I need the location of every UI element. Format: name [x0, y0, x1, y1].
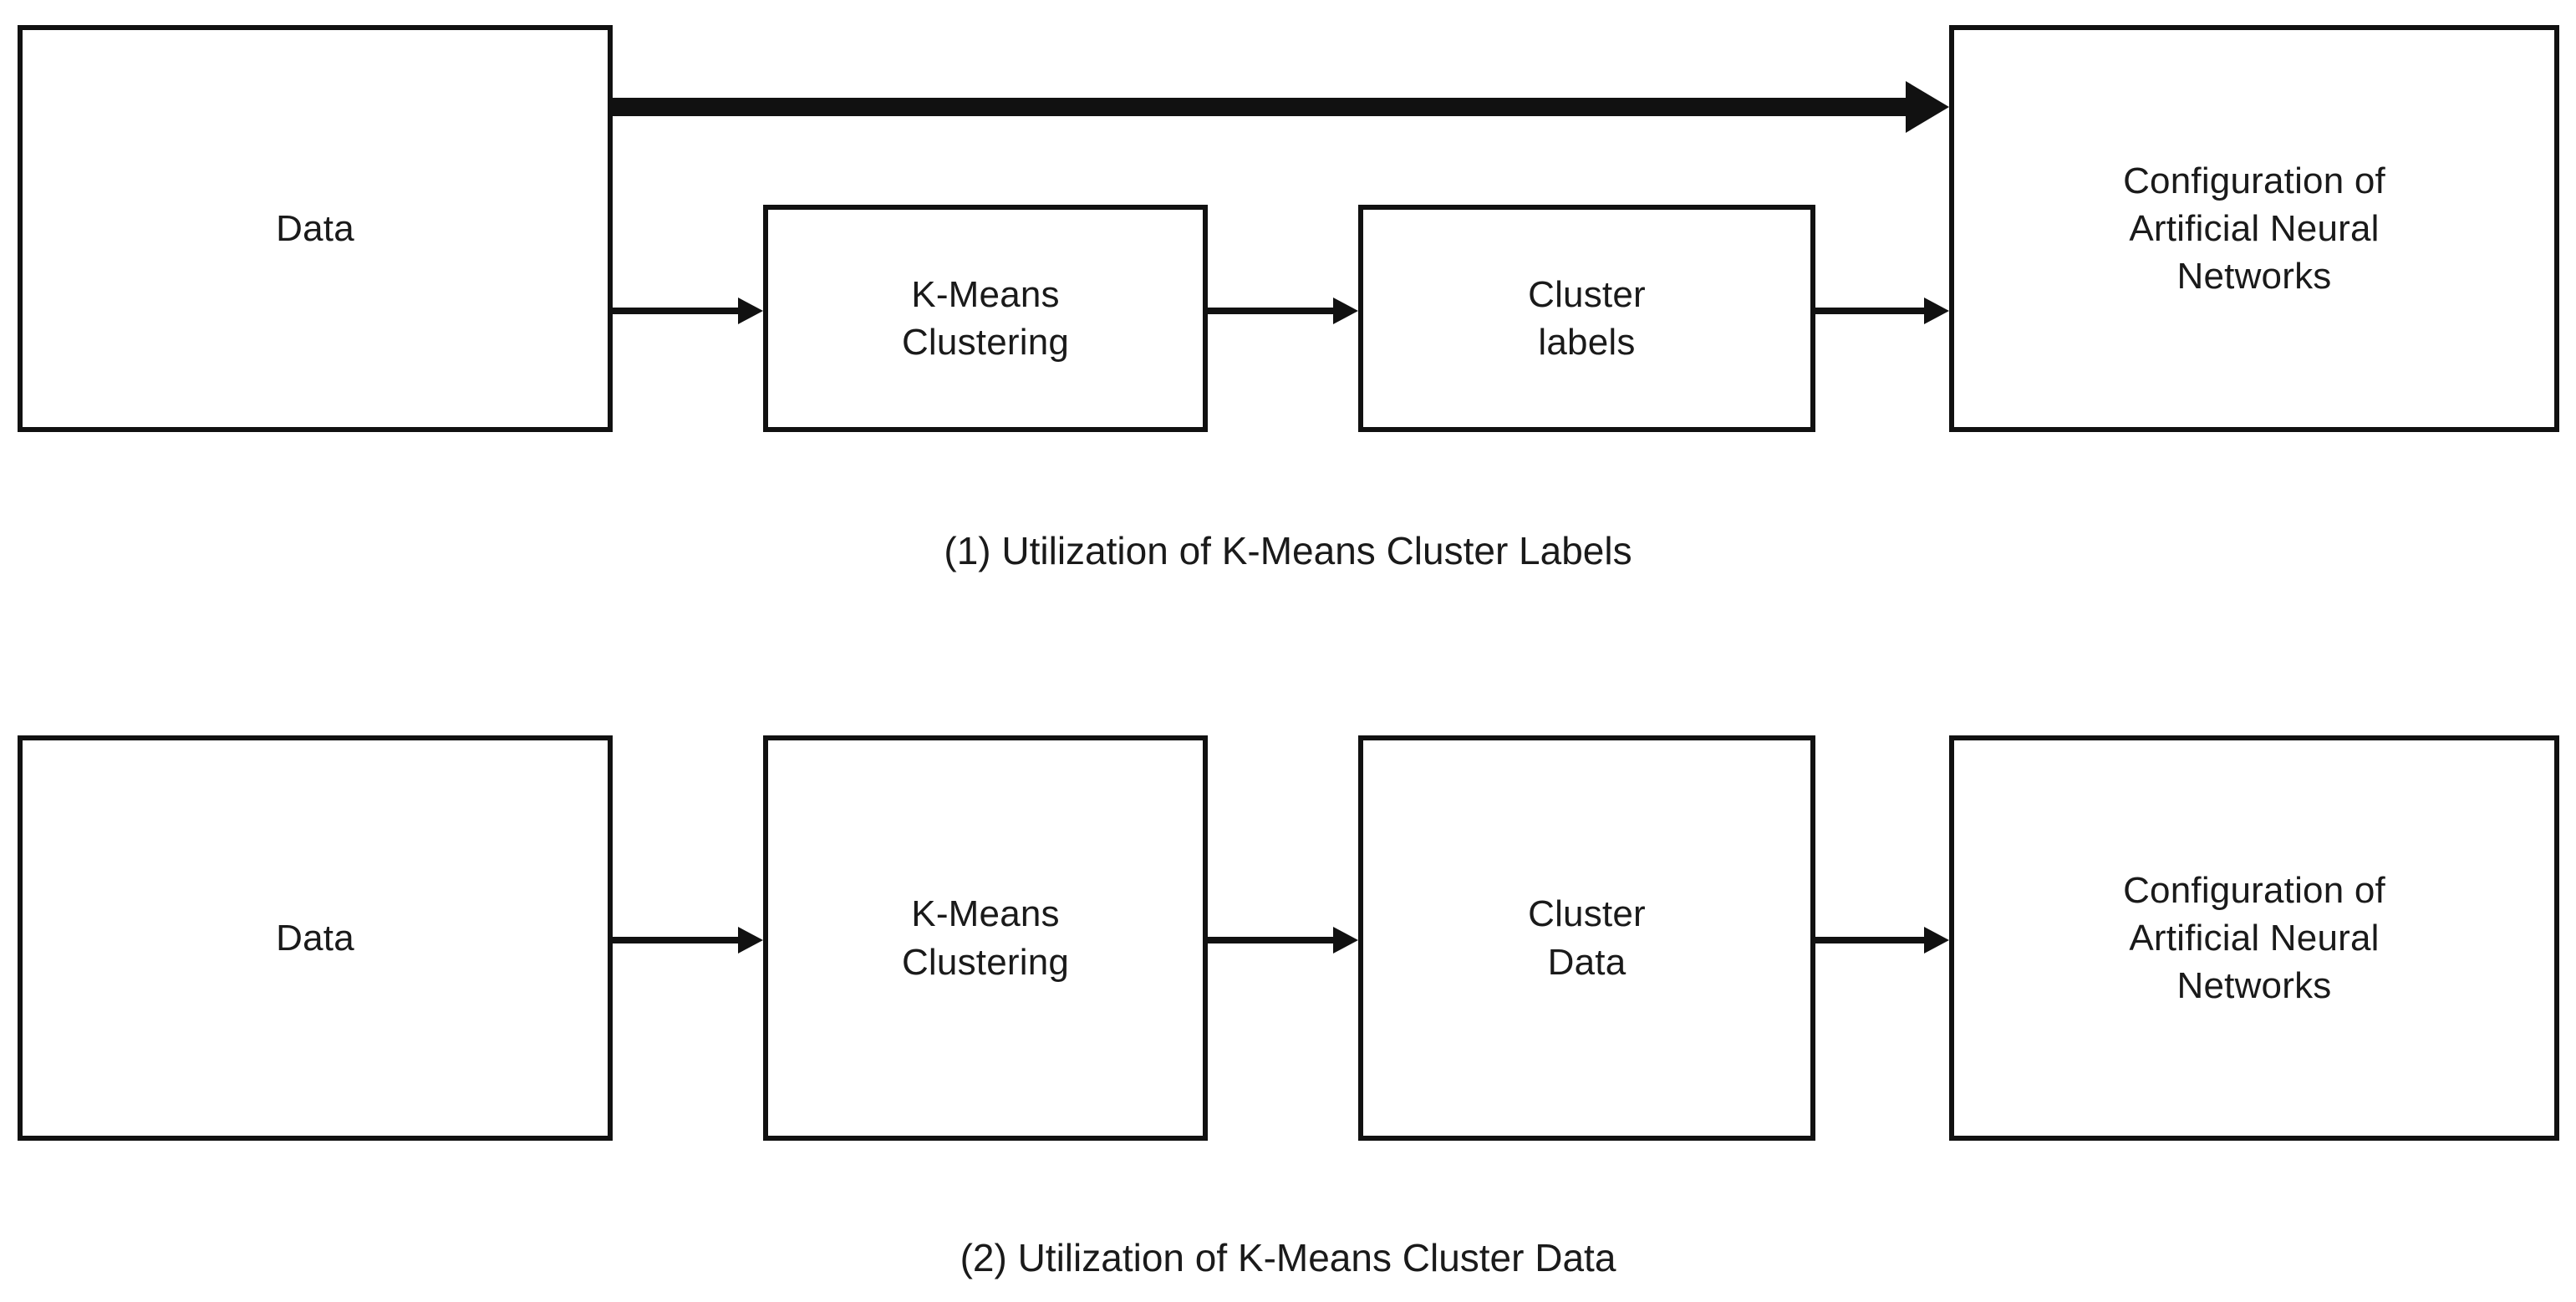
arrow-head — [1333, 927, 1358, 954]
arrow-head — [1924, 927, 1949, 954]
box-kmeans-clustering-2[interactable]: K-Means Clustering — [763, 735, 1208, 1141]
arrow-shaft — [613, 98, 1910, 116]
arrow-shaft — [1815, 937, 1926, 943]
box-data-2[interactable]: Data — [18, 735, 613, 1141]
box-ann-configuration[interactable]: Configuration of Artificial Neural Netwo… — [1949, 25, 2559, 432]
box-data-label: Data — [276, 207, 354, 249]
arrow-shaft — [1815, 308, 1926, 314]
box-cluster-data-label: Cluster Data — [1528, 893, 1646, 983]
diagram-1-caption: (1) Utilization of K-Means Cluster Label… — [944, 529, 1632, 572]
arrow-shaft — [613, 937, 740, 943]
arrow-shaft — [613, 308, 740, 314]
box-kmeans-clustering-label: K-Means Clustering — [901, 273, 1070, 363]
arrow-head — [738, 927, 763, 954]
box-ann-configuration-2-label: Configuration of Artificial Neural Netwo… — [2123, 869, 2385, 1007]
arrow-head — [738, 298, 763, 324]
box-data-2-label: Data — [276, 917, 354, 959]
box-ann-configuration-2[interactable]: Configuration of Artificial Neural Netwo… — [1949, 735, 2559, 1141]
box-kmeans-clustering-2-label: K-Means Clustering — [901, 893, 1070, 983]
arrow-head — [1924, 298, 1949, 324]
diagram-2-caption: (2) Utilization of K-Means Cluster Data — [960, 1236, 1616, 1279]
box-kmeans-clustering[interactable]: K-Means Clustering — [763, 205, 1208, 432]
arrow-head — [1906, 81, 1949, 133]
arrow-head — [1333, 298, 1358, 324]
box-data[interactable]: Data — [18, 25, 613, 432]
box-cluster-labels-label: Cluster labels — [1528, 273, 1646, 363]
arrow-shaft — [1208, 937, 1335, 943]
arrow-shaft — [1208, 308, 1335, 314]
box-ann-configuration-label: Configuration of Artificial Neural Netwo… — [2123, 160, 2385, 298]
box-cluster-labels[interactable]: Cluster labels — [1358, 205, 1815, 432]
box-cluster-data[interactable]: Cluster Data — [1358, 735, 1815, 1141]
